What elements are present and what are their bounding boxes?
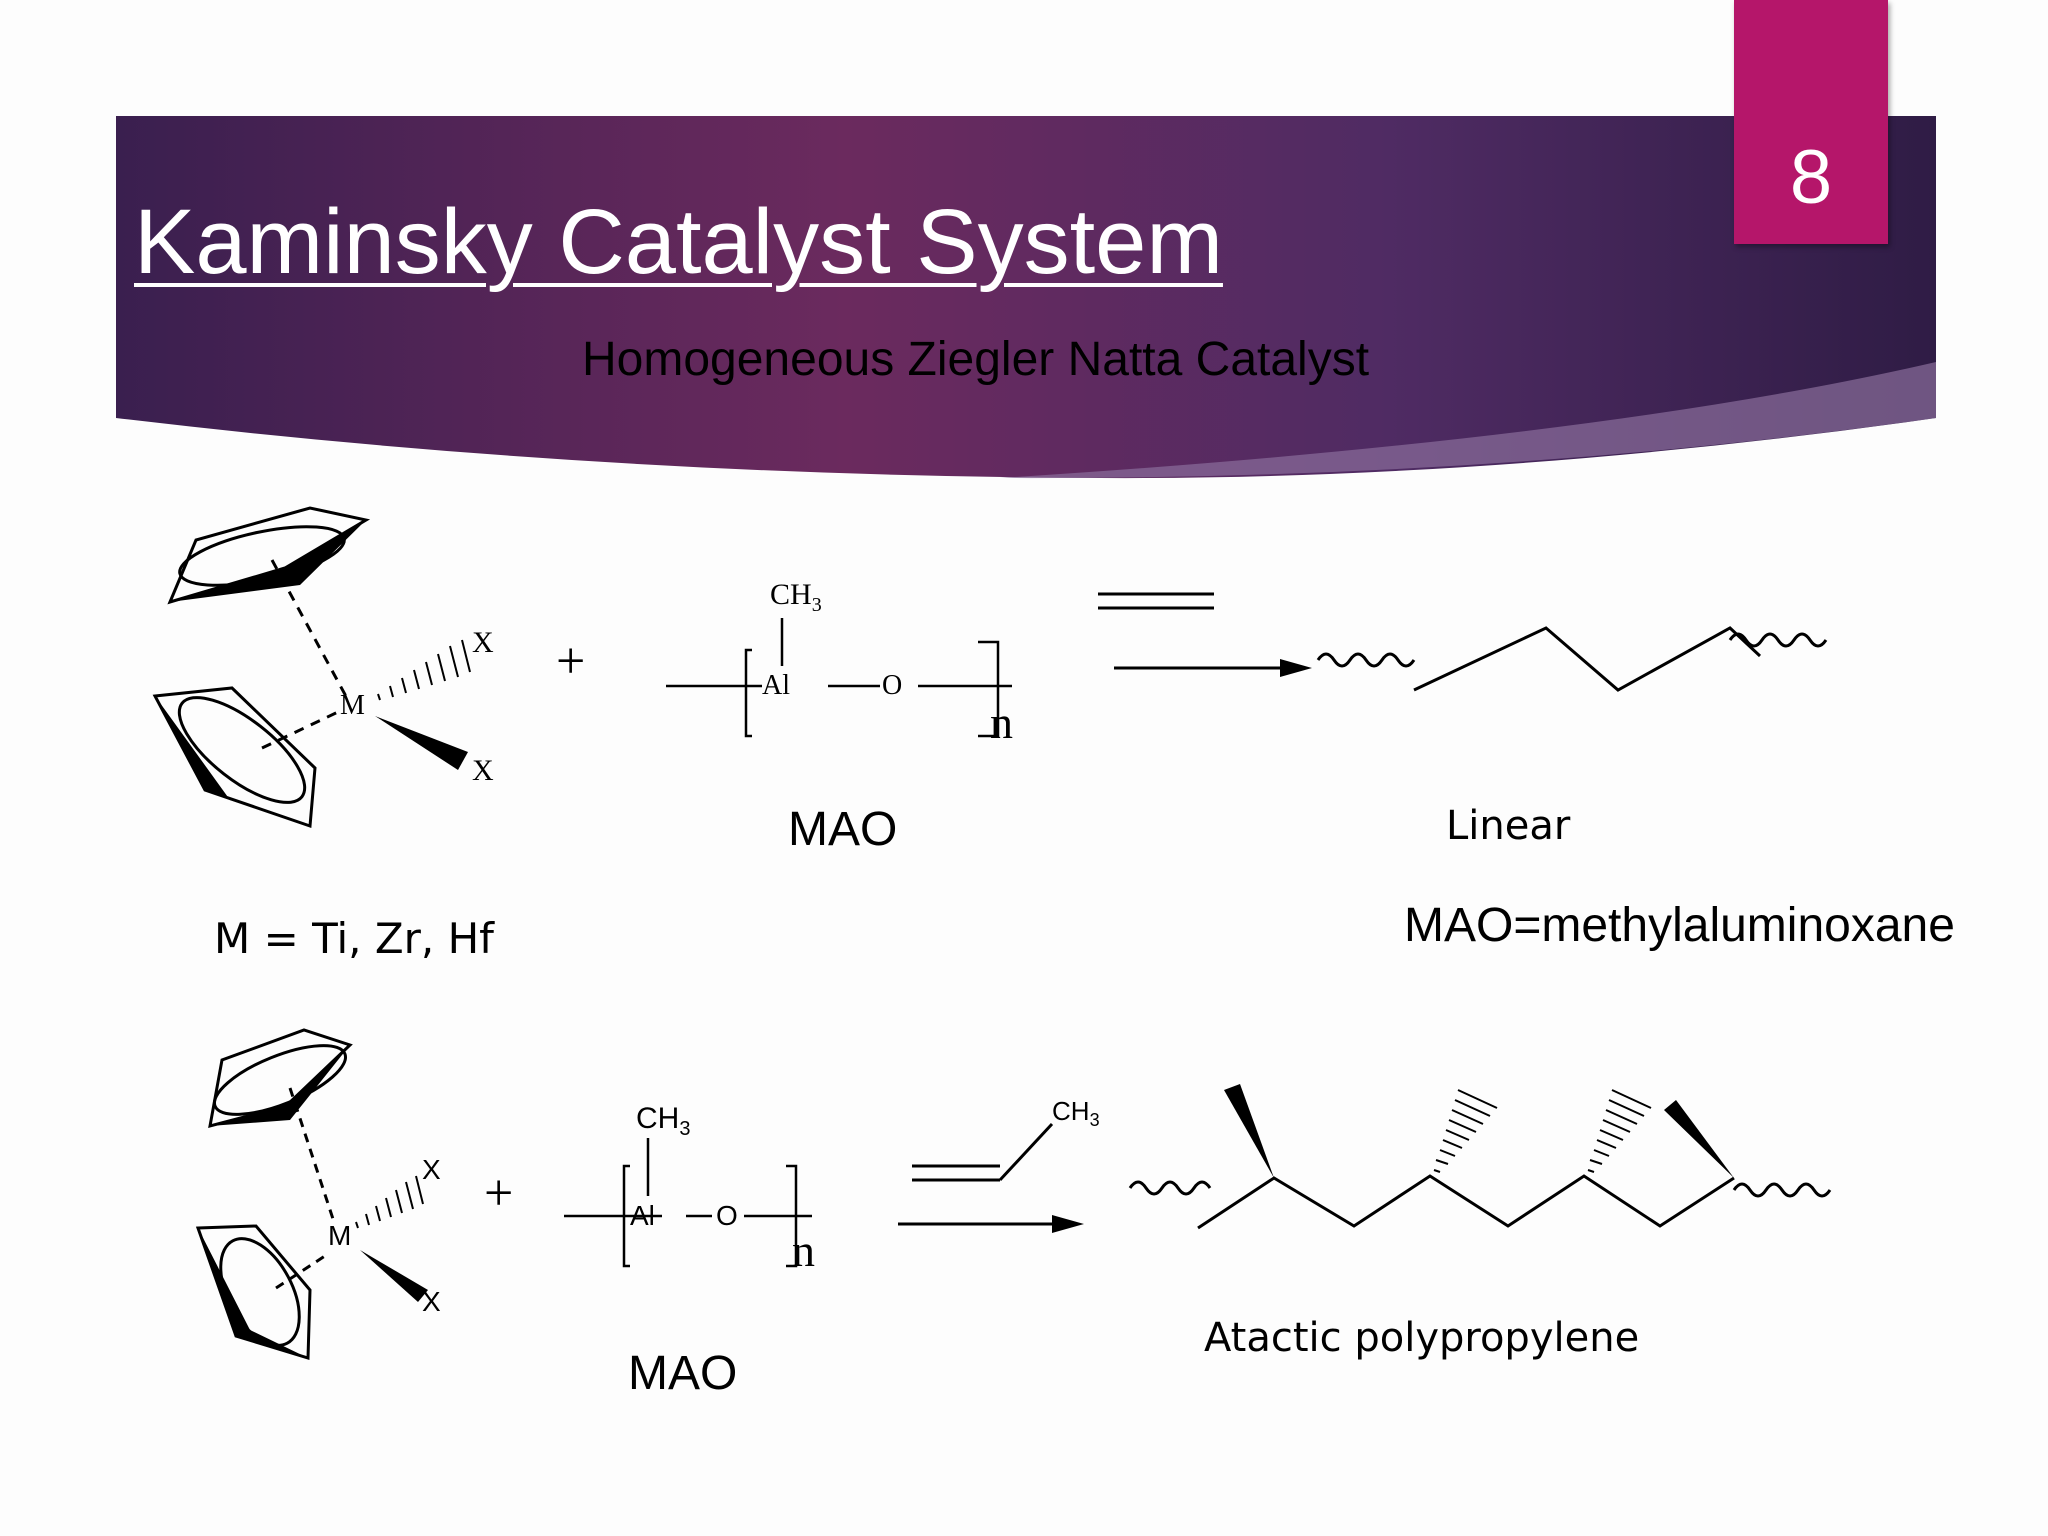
banner-swoosh — [1000, 362, 1936, 479]
mao-repeat-n-1: n — [990, 697, 1013, 748]
ligand-x-top-2: X — [422, 1154, 441, 1185]
mao-methyl-1: CH3 — [770, 578, 822, 616]
mao-label-2: MAO — [628, 1347, 738, 1400]
metal-symbol-1: M — [340, 690, 365, 721]
plus-sign-1: + — [556, 633, 586, 690]
ligand-x-top-1: X — [472, 626, 494, 659]
cp-ring-bottom-aromatic — [177, 696, 307, 804]
hash-methyl-3 — [1587, 1089, 1652, 1173]
mao-repeat-n-2: n — [792, 1225, 815, 1276]
arrowhead-2 — [1052, 1215, 1084, 1233]
wedge-bond-bottom — [375, 716, 468, 770]
polypropylene-chain — [1128, 1174, 1832, 1230]
wedge-methyl-4 — [1664, 1100, 1734, 1178]
cp-wedge-bottom — [155, 696, 310, 826]
cp-wedge-top — [170, 520, 366, 602]
propylene-monomer — [912, 1122, 1054, 1182]
page-number: 8 — [1789, 135, 1833, 220]
metallocene-structure-2 — [195, 1028, 428, 1361]
mao-oxygen-1: O — [882, 670, 903, 701]
slide-subtitle: Homogeneous Ziegler Natta Catalyst — [582, 333, 1370, 386]
mao-label-1: MAO — [788, 803, 898, 856]
wedge-methyl-1 — [1224, 1084, 1274, 1178]
mao-definition: MAO=methylaluminoxane — [1404, 899, 1955, 952]
arrowhead-1 — [1280, 659, 1312, 677]
metallocene-structure-1 — [152, 506, 471, 829]
product-label-linear: Linear — [1446, 803, 1571, 849]
polyethylene-chain — [1316, 626, 1828, 692]
page-number-badge: 8 — [1734, 0, 1888, 244]
mao-oxygen-2: O — [716, 1200, 738, 1231]
ethylene-monomer — [1098, 592, 1214, 610]
metal-symbol-2: M — [328, 1220, 352, 1251]
mao-aluminum-1: Al — [762, 670, 790, 701]
plus-sign-2: + — [484, 1165, 514, 1222]
propylene-methyl: CH3 — [1052, 1096, 1100, 1131]
mao-structure-1 — [666, 618, 1012, 738]
mao-aluminum-2: Al — [630, 1200, 655, 1231]
hash-methyl-2 — [1433, 1089, 1498, 1173]
title-banner — [116, 116, 1936, 479]
mao-methyl-2: CH3 — [636, 1102, 691, 1140]
ligand-x-bottom-2: X — [422, 1286, 441, 1317]
hashed-bond-top — [377, 639, 471, 701]
ligand-x-bottom-1: X — [472, 754, 494, 787]
product-label-atactic-pp: Atactic polypropylene — [1204, 1315, 1640, 1361]
slide-title: Kaminsky Catalyst System — [134, 191, 1223, 293]
metal-note: M = Ti, Zr, Hf — [214, 914, 494, 963]
mao-structure-2 — [564, 1138, 812, 1268]
